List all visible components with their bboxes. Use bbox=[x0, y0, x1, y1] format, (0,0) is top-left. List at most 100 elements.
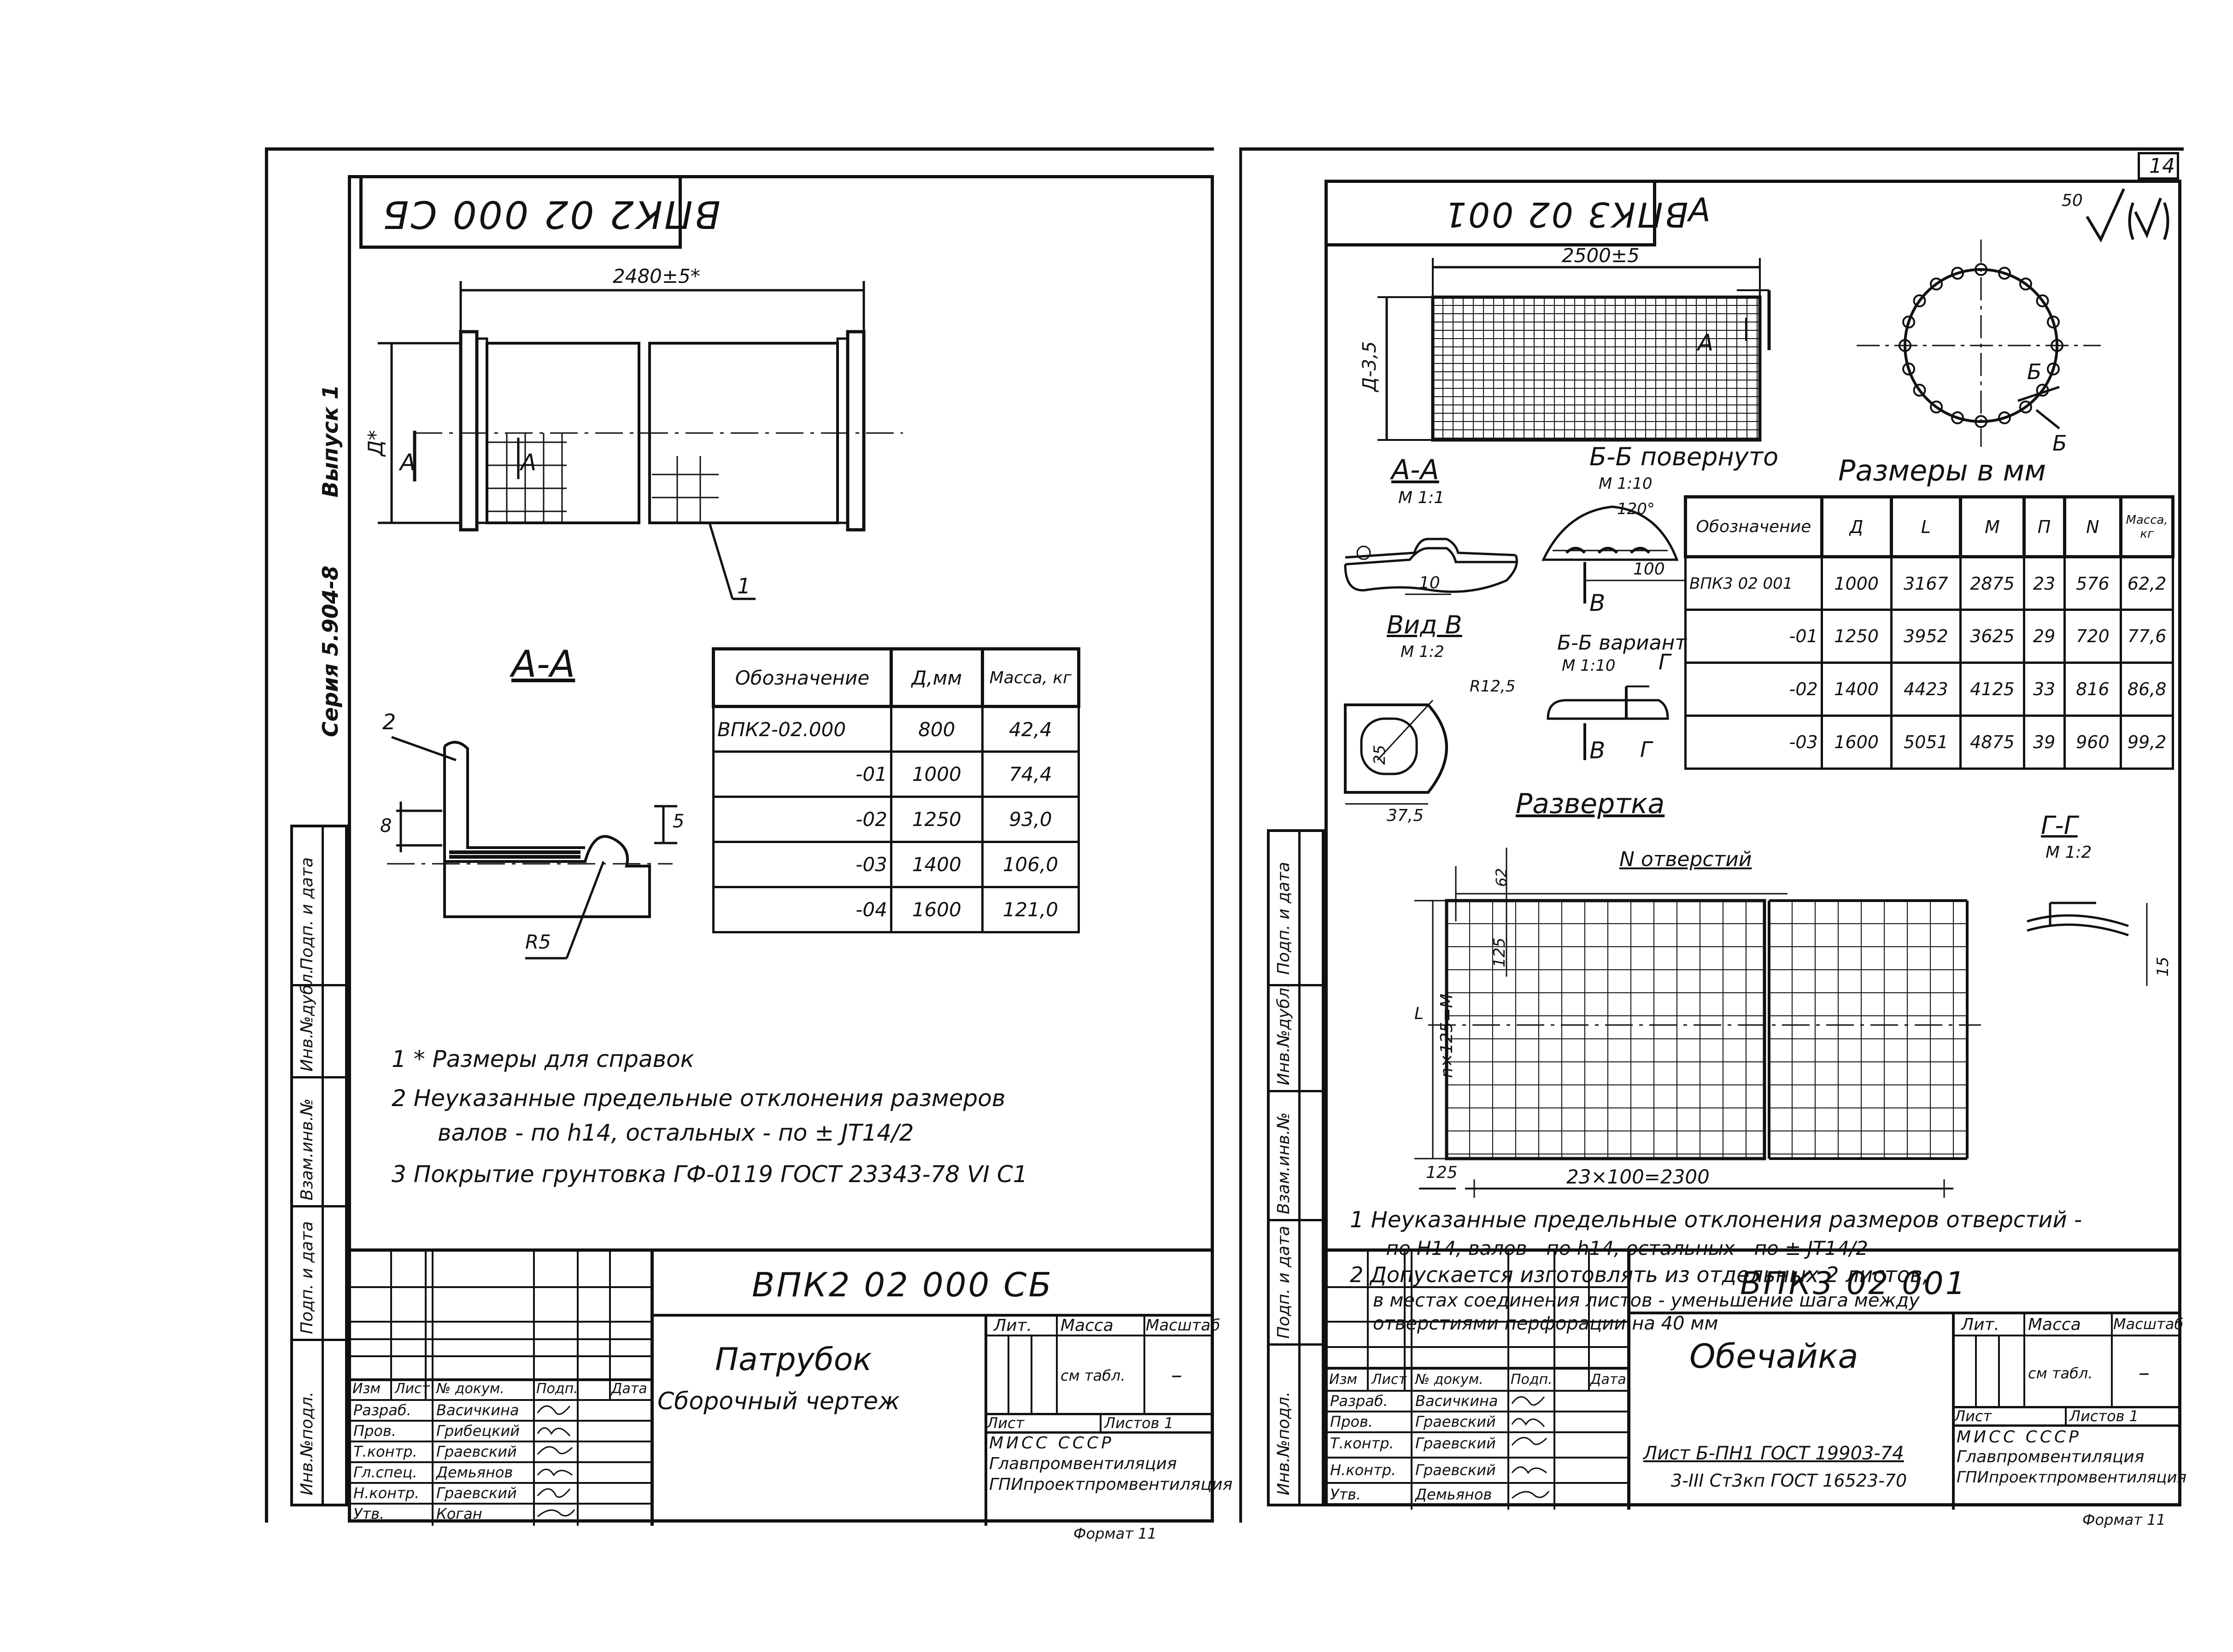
right-top-code-box: ВПК3 02 001 bbox=[1325, 180, 1688, 246]
table-cell: 3952 bbox=[1890, 609, 1962, 664]
table-cell: 1400 bbox=[1820, 662, 1893, 717]
right-stamp-code: ВПК3 02 001 bbox=[1740, 1265, 1967, 1302]
table-cell: -02 bbox=[712, 796, 892, 843]
table-cell: 1250 bbox=[1820, 609, 1893, 664]
left-stamp-part-name: Патрубок bbox=[715, 1342, 872, 1378]
right-view-aa: А-А bbox=[1391, 454, 1439, 486]
table-cell: 1600 bbox=[1820, 715, 1893, 770]
right-stamp-masshtab: Масштаб bbox=[2113, 1315, 2184, 1333]
right-table-header: L bbox=[1889, 495, 1963, 558]
table-cell: -03 bbox=[1684, 715, 1823, 770]
right-section-b-circle-2: Б bbox=[2052, 431, 2067, 456]
right-view-bb-var-scale: М 1:10 bbox=[1562, 656, 1616, 675]
right-table-header: Масса, кг bbox=[2119, 495, 2174, 558]
right-section-v: В bbox=[1589, 590, 1606, 616]
right-note-2-cont-2: отверстиями перфорации на 40 мм bbox=[1373, 1313, 1718, 1334]
table-cell: 29 bbox=[2022, 609, 2066, 664]
right-stamp-col: Лист bbox=[1371, 1371, 1407, 1388]
left-section-marker-1: А bbox=[400, 449, 416, 476]
right-view-bb-scale: М 1:10 bbox=[1599, 475, 1653, 493]
right-stamp-col: Подп. bbox=[1511, 1371, 1553, 1388]
table-cell: -01 bbox=[1684, 609, 1823, 664]
right-table-header: П bbox=[2022, 495, 2066, 558]
page-number: 14 bbox=[2149, 154, 2175, 178]
right-note-1: 1 Неуказанные предельные отклонения разм… bbox=[1350, 1207, 2082, 1233]
table-cell: 800 bbox=[890, 705, 984, 753]
right-table-header: M bbox=[1959, 495, 2026, 558]
right-dim-25: 25 bbox=[1371, 744, 1389, 765]
right-table-header: N bbox=[2063, 495, 2123, 558]
table-cell: -03 bbox=[712, 841, 892, 888]
right-dim-375: 37,5 bbox=[1387, 806, 1424, 825]
left-stamp-name: Васичкина bbox=[436, 1401, 519, 1419]
table-cell: 86,8 bbox=[2120, 662, 2174, 717]
right-section-g-2: Г bbox=[1640, 737, 1652, 762]
left-stamp-subtitle: Сборочный чертеж bbox=[657, 1388, 900, 1415]
table-cell: -02 bbox=[1684, 662, 1823, 717]
right-stamp-col: Изм bbox=[1329, 1371, 1358, 1388]
right-stamp-role: Пров. bbox=[1330, 1413, 1373, 1430]
right-view-v-scale: М 1:2 bbox=[1401, 643, 1444, 661]
left-note-2: 2 Неуказанные предельные отклонения разм… bbox=[392, 1085, 1006, 1112]
right-stamp-role: Разраб. bbox=[1330, 1392, 1388, 1410]
table-cell: 576 bbox=[2063, 556, 2122, 611]
right-dim-100: 100 bbox=[1633, 560, 1665, 579]
right-stamp-scale-value: – bbox=[2139, 1360, 2150, 1386]
table-cell: 77,6 bbox=[2120, 609, 2174, 664]
right-stamp-org-1: МИСС СССР bbox=[1957, 1428, 2081, 1447]
left-dim-5: 5 bbox=[673, 811, 685, 832]
right-side-stamp-field: Инв.№дубл. bbox=[1274, 982, 1293, 1085]
right-table-header: Обозначение bbox=[1684, 495, 1823, 558]
left-stamp-name: Коган bbox=[436, 1505, 482, 1523]
right-dim-125-b: 125 bbox=[1426, 1163, 1458, 1182]
right-stamp-role: Н.контр. bbox=[1330, 1461, 1396, 1479]
left-stamp-role: Пров. bbox=[353, 1422, 396, 1440]
right-note-2-cont: в местах соединения листов - уменьшение … bbox=[1373, 1290, 1920, 1311]
table-cell: 33 bbox=[2022, 662, 2066, 717]
table-cell: 1400 bbox=[890, 841, 984, 888]
table-cell: 4875 bbox=[1959, 715, 2025, 770]
table-cell: 106,0 bbox=[981, 841, 1080, 888]
right-view-bb-var: Б-Б вариант bbox=[1557, 631, 1687, 655]
right-spec-table: Обозначение Д L M П N Масса, кг ВПК3 02 … bbox=[1684, 495, 2174, 770]
right-stamp-col: № докум. bbox=[1415, 1371, 1483, 1388]
right-stamp-org-2: Главпромвентиляция bbox=[1957, 1447, 2145, 1466]
table-cell: 1600 bbox=[890, 886, 984, 933]
left-stamp-role: Разраб. bbox=[353, 1401, 411, 1419]
page-number-box: 14 bbox=[2138, 152, 2179, 180]
right-stamp-part-name: Обечайка bbox=[1689, 1337, 1858, 1376]
table-cell: 99,2 bbox=[2120, 715, 2174, 770]
left-stamp-org-3: ГПИпроектпромвентиляция bbox=[989, 1475, 1233, 1494]
right-view-gg: Г-Г bbox=[2041, 811, 2078, 840]
left-spec-table: Обозначение Д,мм Масса, кг ВПК2-02.000 8… bbox=[712, 647, 1081, 933]
right-note-1-cont: - по H14, валов - по h14, остальных - по… bbox=[1373, 1237, 1868, 1260]
table-cell: ВПК3 02 001 bbox=[1684, 556, 1823, 611]
table-cell: 23 bbox=[2022, 556, 2066, 611]
right-dim-nx125: n×125=M bbox=[1437, 994, 1456, 1078]
table-cell: 720 bbox=[2063, 609, 2122, 664]
right-view-v: Вид В bbox=[1387, 610, 1462, 639]
left-stamp-lit: Лит. bbox=[994, 1316, 1032, 1335]
left-stamp-role: Гл.спец. bbox=[353, 1464, 417, 1481]
left-note-2-cont: валов - по h14, остальных - по ± JT14/2 bbox=[438, 1119, 914, 1146]
right-side-stamp-field: Подп. и дата bbox=[1274, 1225, 1293, 1339]
left-stamp-scale-value: – bbox=[1171, 1362, 1182, 1388]
right-stamp-name: Демьянов bbox=[1415, 1486, 1492, 1503]
right-dim-62: 62 bbox=[1493, 868, 1510, 887]
table-cell: 93,0 bbox=[981, 796, 1080, 843]
left-stamp-masshtab: Масштаб bbox=[1146, 1316, 1220, 1335]
right-section-b-circle-1: Б bbox=[2027, 359, 2042, 384]
left-table-header: Д,мм bbox=[889, 647, 984, 708]
table-cell: 4423 bbox=[1890, 662, 1962, 717]
left-stamp-col: Лист bbox=[395, 1381, 430, 1397]
left-dim-8: 8 bbox=[380, 815, 392, 837]
left-stamp-name: Демьянов bbox=[436, 1464, 513, 1481]
table-cell: 816 bbox=[2063, 662, 2122, 717]
left-stamp-col: Изм bbox=[352, 1381, 381, 1397]
right-stamp-role: Утв. bbox=[1330, 1486, 1361, 1503]
left-stamp-signatures bbox=[537, 1405, 575, 1517]
left-stamp-code: ВПК2 02 000 СБ bbox=[752, 1265, 1053, 1304]
left-stamp-org-1: МИСС СССР bbox=[989, 1434, 1114, 1453]
right-stamp-massa: Масса bbox=[2028, 1315, 2081, 1334]
